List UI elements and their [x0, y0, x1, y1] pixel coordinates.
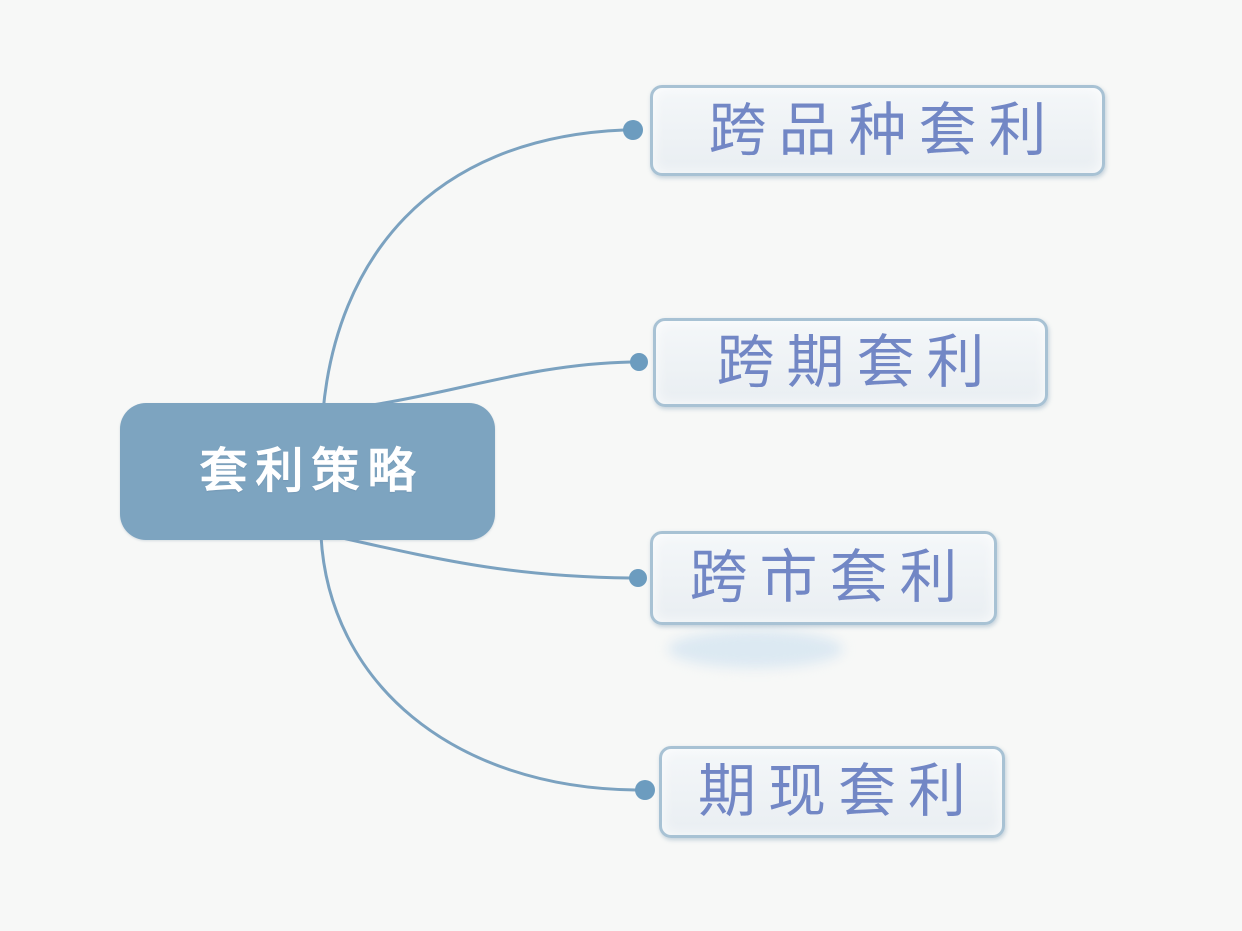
- edge-root-to-calendar: [370, 360, 633, 407]
- child-node-futures-spot-arbitrage[interactable]: 期现套利: [659, 746, 1005, 838]
- root-node-arbitrage-strategy[interactable]: 套利策略: [120, 403, 495, 540]
- connector-dot-cross-variety: [623, 120, 643, 140]
- child-node-calendar-arbitrage[interactable]: 跨期套利: [653, 318, 1048, 407]
- root-node-label: 套利策略: [199, 444, 424, 498]
- child-node-label: 跨市套利: [689, 545, 970, 610]
- child-node-cross-variety-arbitrage[interactable]: 跨品种套利: [650, 85, 1105, 176]
- edge-root-to-cross-variety: [321, 128, 626, 414]
- connector-dot-cross-market: [629, 569, 647, 587]
- child-node-label: 跨品种套利: [708, 97, 1059, 163]
- edge-root-to-cross-market: [336, 535, 632, 580]
- child-node-cross-market-arbitrage[interactable]: 跨市套利: [650, 531, 997, 625]
- child-node-label: 跨期套利: [716, 329, 997, 395]
- connector-dot-calendar: [630, 353, 648, 371]
- connector-dot-futures-spot: [635, 780, 655, 800]
- child-node-label: 期现套利: [697, 759, 978, 824]
- edge-root-to-futures-spot: [319, 534, 638, 792]
